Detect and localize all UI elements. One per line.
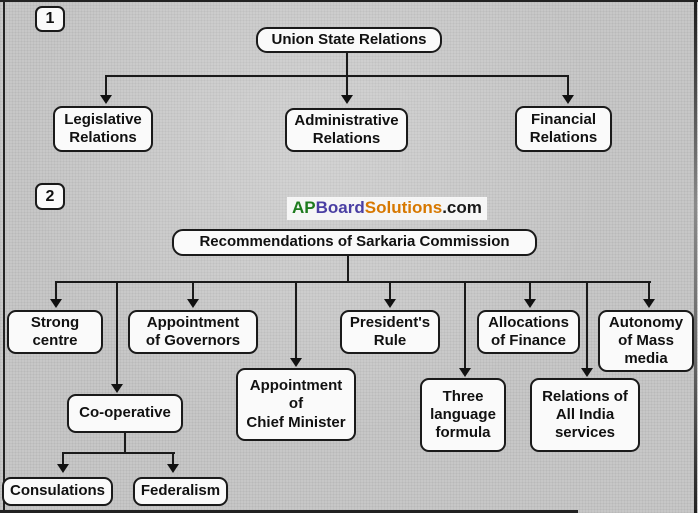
node-administrative-relations: Administrative Relations [285, 108, 408, 152]
arrowhead-icon [643, 299, 655, 308]
co-operative-branch-line [62, 452, 175, 454]
arrowhead-icon [57, 464, 69, 473]
watermark-com: .com [442, 198, 482, 217]
arrowhead-icon [100, 95, 112, 104]
drop-appointment-chief-minister [295, 281, 297, 359]
node-autonomy-of-mass-media: Autonomy of Mass media [598, 310, 694, 372]
node-presidents-rule: President's Rule [340, 310, 440, 354]
watermark-ap: AP [292, 198, 316, 217]
node-strong-centre: Strong centre [7, 310, 103, 354]
arrowhead-icon [384, 299, 396, 308]
chart1-drop-financial [567, 75, 569, 96]
arrowhead-icon [459, 368, 471, 377]
node-legislative-relations: Legislative Relations [53, 106, 153, 152]
arrowhead-icon [167, 464, 179, 473]
node-three-language-formula: Three language formula [420, 378, 506, 452]
node-federalism: Federalism [133, 477, 228, 506]
arrowhead-icon [562, 95, 574, 104]
node-appointment-of-governors: Appointment of Governors [128, 310, 258, 354]
drop-strong-centre [55, 281, 57, 300]
node-financial-relations: Financial Relations [515, 106, 612, 152]
page-left-edge [3, 0, 5, 513]
arrowhead-icon [524, 299, 536, 308]
node-co-operative: Co-operative [67, 394, 183, 433]
drop-relations-all-india [586, 281, 588, 369]
page-top-edge [0, 0, 698, 2]
chart1-drop-legislative [105, 75, 107, 96]
node-allocations-of-finance: Allocations of Finance [477, 310, 580, 354]
chart1-number-badge: 1 [35, 6, 65, 32]
chart2-root-drop-line [347, 256, 349, 281]
watermark-solutions: Solutions [364, 198, 443, 217]
arrowhead-icon [187, 299, 199, 308]
drop-consulations [62, 452, 64, 465]
page-bottom-edge [0, 510, 578, 513]
drop-appointment-governors [192, 281, 194, 300]
chart1-root-node: Union State Relations [256, 27, 442, 53]
arrowhead-icon [111, 384, 123, 393]
drop-co-operative [116, 281, 118, 385]
chart2-branch-line [56, 281, 651, 283]
watermark: APBoardSolutions.com [287, 197, 487, 220]
page-right-edge [694, 0, 697, 513]
chart2-number-badge: 2 [35, 183, 65, 210]
co-operative-stub-line [124, 433, 126, 452]
arrowhead-icon [290, 358, 302, 367]
drop-allocations-finance [529, 281, 531, 300]
watermark-board: Board [315, 198, 365, 217]
node-relations-of-all-india-services: Relations of All India services [530, 378, 640, 452]
chart2-root-node: Recommendations of Sarkaria Commission [172, 229, 537, 256]
node-appointment-of-chief-minister: Appointment of Chief Minister [236, 368, 356, 441]
drop-federalism [172, 452, 174, 465]
drop-presidents-rule [389, 281, 391, 300]
drop-autonomy-mass-media [648, 281, 650, 300]
chart1-root-drop-line [346, 53, 348, 96]
chart1-branch-line [105, 75, 569, 77]
arrowhead-icon [581, 368, 593, 377]
drop-three-language-formula [464, 281, 466, 369]
node-consulations: Consulations [2, 477, 113, 506]
arrowhead-icon [341, 95, 353, 104]
arrowhead-icon [50, 299, 62, 308]
